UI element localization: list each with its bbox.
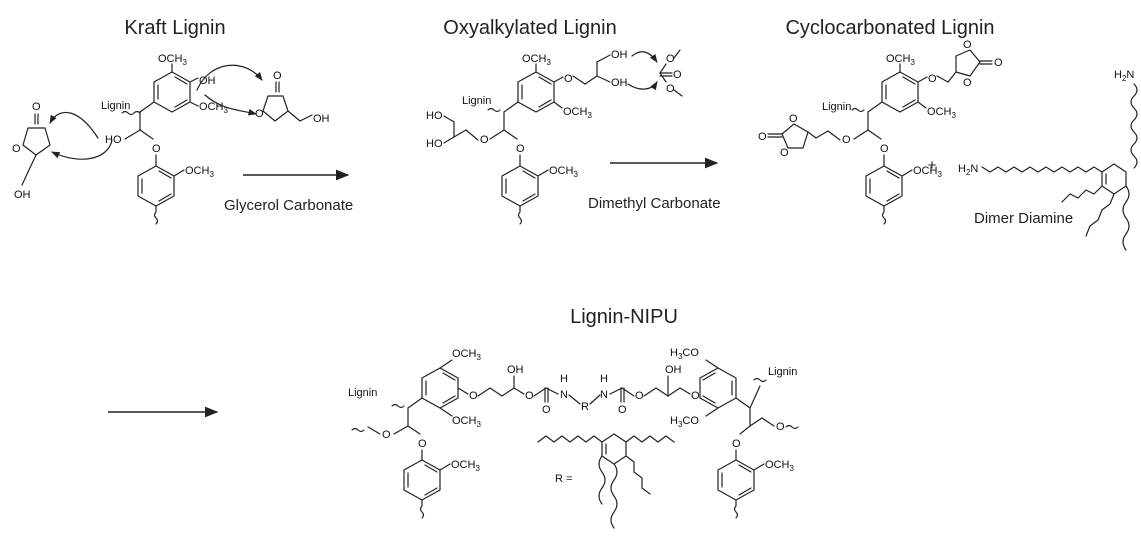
svg-text:O: O: [842, 134, 851, 146]
svg-text:OH: OH: [665, 364, 682, 376]
svg-text:O: O: [618, 404, 627, 416]
svg-text:O: O: [516, 143, 525, 155]
glycerol-carbonate-molecule: O O OH: [255, 70, 330, 125]
svg-text:OH: OH: [14, 189, 31, 201]
svg-text:O: O: [382, 429, 391, 441]
atom-ho: HO: [105, 134, 122, 146]
svg-text:R: R: [581, 401, 589, 413]
svg-text:HO: HO: [426, 138, 443, 150]
svg-text:Lignin: Lignin: [462, 95, 491, 107]
svg-text:H3CO: H3CO: [670, 415, 699, 429]
svg-text:OCH3: OCH3: [563, 106, 592, 120]
svg-text:O: O: [564, 73, 573, 85]
atom-och3: OCH3: [158, 53, 187, 67]
svg-text:OCH3: OCH3: [451, 459, 480, 473]
svg-text:OCH3: OCH3: [549, 165, 578, 179]
r-group-definition: R =: [537, 433, 675, 529]
svg-text:OCH3: OCH3: [452, 415, 481, 429]
svg-text:O: O: [780, 147, 789, 159]
atom-lignin: Lignin: [101, 100, 130, 112]
svg-text:O: O: [666, 83, 675, 95]
svg-text:O: O: [758, 131, 767, 143]
svg-text:Lignin: Lignin: [348, 387, 377, 399]
mechanism-arrow: [49, 112, 99, 139]
dimer-diamine-structure: H2N H2N: [958, 69, 1138, 251]
svg-text:O: O: [732, 438, 741, 450]
svg-text:OCH3: OCH3: [913, 165, 942, 179]
svg-text:H: H: [600, 373, 608, 385]
svg-text:OH: OH: [611, 49, 628, 61]
svg-text:H2N: H2N: [1114, 69, 1134, 83]
svg-text:O: O: [789, 113, 798, 125]
lignin-nipu-structure: OCH3 OCH3 O OH O O N H R N H O O OH: [348, 347, 799, 519]
svg-text:O: O: [963, 77, 972, 89]
svg-text:N: N: [600, 389, 608, 401]
oxyalkylated-lignin-structure: OCH3 OCH3 O OH OH Lignin O HO HO O OCH3: [426, 49, 628, 225]
mechanism-arrow: [627, 81, 658, 91]
svg-text:O: O: [880, 143, 889, 155]
svg-text:HO: HO: [426, 110, 443, 122]
svg-text:O: O: [255, 108, 264, 120]
svg-text:O: O: [469, 390, 478, 402]
title-cyclocarbonated-lignin: Cyclocarbonated Lignin: [785, 17, 994, 39]
svg-text:OH: OH: [507, 364, 524, 376]
svg-text:Lignin: Lignin: [822, 101, 851, 113]
svg-text:OCH3: OCH3: [522, 53, 551, 67]
cyclocarbonated-lignin-structure: OCH3 OCH3 O O O O Lignin O O O O O: [758, 39, 1003, 225]
svg-text:O: O: [542, 404, 551, 416]
svg-text:OCH3: OCH3: [886, 53, 915, 67]
atom-h2n: H2N: [958, 163, 978, 177]
svg-text:R =: R =: [555, 473, 572, 485]
svg-text:OCH3: OCH3: [927, 106, 956, 120]
svg-text:O: O: [994, 57, 1003, 69]
reagent-glycerol-carbonate: Glycerol Carbonate: [224, 197, 353, 214]
svg-text:O: O: [525, 390, 534, 402]
svg-text:O: O: [666, 53, 675, 65]
atom-och3: OCH3: [199, 101, 228, 115]
svg-text:OCH3: OCH3: [452, 348, 481, 362]
reagent-dimer-diamine: Dimer Diamine: [974, 210, 1073, 227]
reagent-dimethyl-carbonate: Dimethyl Carbonate: [588, 195, 721, 212]
svg-text:N: N: [560, 389, 568, 401]
svg-text:OH: OH: [611, 77, 628, 89]
svg-text:OCH3: OCH3: [765, 459, 794, 473]
svg-text:H3CO: H3CO: [670, 347, 699, 361]
svg-text:O: O: [12, 143, 21, 155]
svg-text:O: O: [480, 134, 489, 146]
dimethyl-carbonate-molecule: O O O: [659, 49, 683, 97]
mechanism-arrow: [204, 94, 257, 116]
mechanism-arrow: [51, 139, 113, 160]
svg-text:O: O: [691, 390, 700, 402]
title-kraft-lignin: Kraft Lignin: [124, 17, 225, 39]
svg-text:O: O: [418, 438, 427, 450]
svg-text:O: O: [635, 390, 644, 402]
title-oxyalkylated-lignin: Oxyalkylated Lignin: [443, 17, 616, 39]
svg-text:H: H: [560, 373, 568, 385]
atom-och3: OCH3: [185, 165, 214, 179]
svg-text:O: O: [273, 70, 282, 82]
mechanism-arrow: [196, 64, 263, 91]
svg-text:OH: OH: [313, 113, 330, 125]
atom-o: O: [152, 143, 161, 155]
svg-text:O: O: [963, 39, 972, 51]
svg-text:O: O: [673, 69, 682, 81]
svg-text:O: O: [776, 421, 785, 433]
glycerol-carbonate-molecule: O O OH: [12, 101, 51, 201]
title-lignin-nipu: Lignin-NIPU: [570, 306, 678, 328]
svg-text:O: O: [32, 101, 41, 113]
mechanism-arrow: [631, 51, 658, 63]
plus-sign: +: [928, 157, 937, 174]
atom-oh: OH: [199, 75, 216, 87]
svg-text:Lignin: Lignin: [768, 366, 797, 378]
kraft-lignin-structure: OCH3 OH OCH3 Lignin HO O OCH3: [101, 53, 228, 225]
svg-text:O: O: [928, 73, 937, 85]
